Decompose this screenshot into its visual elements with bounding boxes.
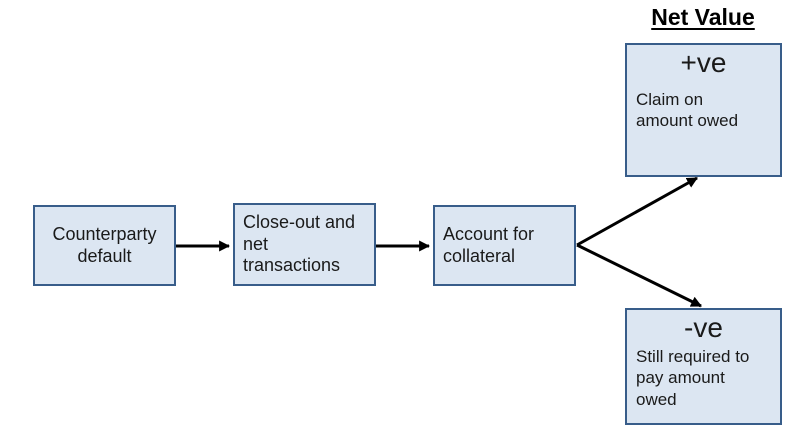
positive-net-value-box: +ve Claim on amount owed: [625, 43, 782, 177]
net-value-heading: Net Value: [651, 4, 755, 30]
counterparty-default-label: Counterparty default: [52, 223, 157, 266]
closeout-net-transactions-box: Close-out and net transactions: [233, 203, 376, 286]
negative-net-value-box: -ve Still required to pay amount owed: [625, 308, 782, 425]
account-for-collateral-box: Account for collateral: [433, 205, 576, 286]
positive-net-value-title: +ve: [680, 47, 727, 78]
account-for-collateral-label: Account for collateral: [443, 223, 535, 266]
positive-net-value-description: Claim on amount owed: [636, 90, 739, 131]
arrow-collateral-to-positive: [576, 176, 698, 247]
counterparty-default-box: Counterparty default: [33, 205, 176, 286]
closeout-net-transactions-label: Close-out and net transactions: [243, 211, 356, 276]
negative-net-value-description: Still required to pay amount owed: [636, 347, 750, 409]
negative-net-value-title: -ve: [684, 312, 723, 343]
arrow-collateral-to-negative: [576, 243, 702, 308]
